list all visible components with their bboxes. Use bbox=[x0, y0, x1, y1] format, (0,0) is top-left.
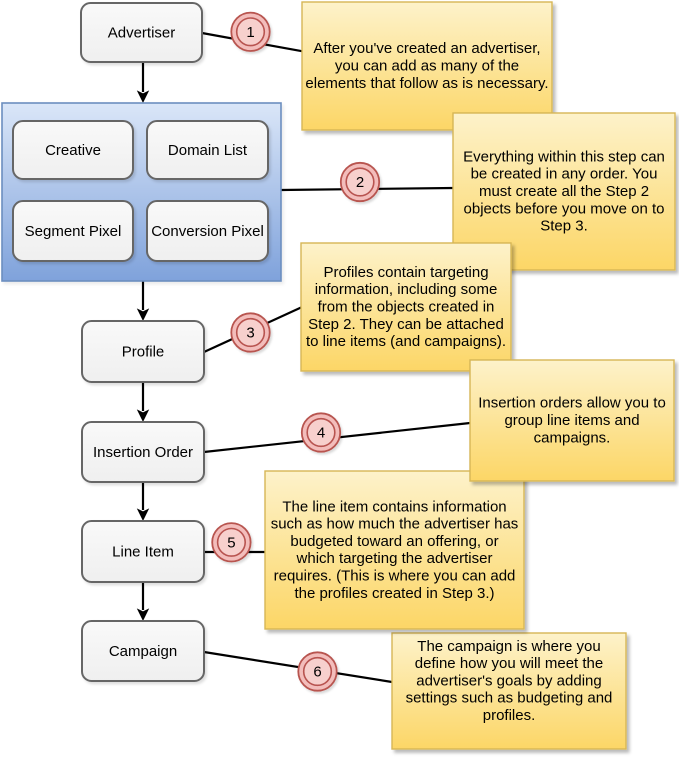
svg-text:to line items (and campaigns).: to line items (and campaigns). bbox=[306, 333, 506, 350]
svg-text:Segment Pixel: Segment Pixel bbox=[25, 223, 122, 240]
svg-text:6: 6 bbox=[313, 664, 321, 681]
svg-text:profiles.: profiles. bbox=[483, 707, 536, 724]
svg-text:Profiles contain targeting: Profiles contain targeting bbox=[323, 264, 488, 281]
svg-text:define how you will meet the: define how you will meet the bbox=[415, 655, 603, 672]
svg-text:1: 1 bbox=[246, 24, 254, 41]
svg-text:Insertion Order: Insertion Order bbox=[93, 444, 193, 461]
svg-text:from the objects created in: from the objects created in bbox=[318, 299, 495, 316]
svg-text:Creative: Creative bbox=[45, 142, 101, 159]
svg-text:Step 2. They can be attached: Step 2. They can be attached bbox=[308, 316, 504, 333]
svg-text:be created in any order. You: be created in any order. You bbox=[471, 166, 658, 183]
svg-text:advertiser's goals by adding: advertiser's goals by adding bbox=[416, 672, 601, 689]
svg-text:The campaign is where you: The campaign is where you bbox=[417, 638, 600, 655]
svg-text:Advertiser: Advertiser bbox=[108, 25, 176, 42]
svg-text:campaigns.: campaigns. bbox=[534, 429, 611, 446]
svg-text:Profile: Profile bbox=[122, 344, 165, 361]
svg-text:5: 5 bbox=[227, 534, 235, 551]
svg-text:you can add as many of the: you can add as many of the bbox=[335, 58, 519, 75]
svg-text:Line Item: Line Item bbox=[112, 544, 174, 561]
svg-text:Insertion orders allow you to: Insertion orders allow you to bbox=[478, 395, 666, 412]
svg-text:Everything within this step ca: Everything within this step can bbox=[463, 148, 665, 165]
svg-text:information, including some: information, including some bbox=[315, 281, 498, 298]
svg-text:Step 3.: Step 3. bbox=[540, 218, 588, 235]
svg-text:objects before you move on to: objects before you move on to bbox=[464, 200, 665, 217]
svg-text:Conversion Pixel: Conversion Pixel bbox=[151, 223, 264, 240]
svg-text:Domain List: Domain List bbox=[168, 142, 248, 159]
svg-text:the profiles created in Step 3: the profiles created in Step 3.) bbox=[294, 585, 494, 602]
svg-text:such as how much the advertise: such as how much the advertiser has bbox=[271, 516, 519, 533]
svg-text:requires. (This is where you c: requires. (This is where you can add bbox=[274, 568, 516, 585]
svg-text:group line items and: group line items and bbox=[504, 412, 639, 429]
svg-text:settings such as budgeting and: settings such as budgeting and bbox=[406, 690, 613, 707]
svg-text:must create all the Step 2: must create all the Step 2 bbox=[479, 183, 649, 200]
svg-text:2: 2 bbox=[356, 174, 364, 191]
svg-text:After you've created an advert: After you've created an advertiser, bbox=[313, 40, 540, 57]
svg-text:which targeting the advertiser: which targeting the advertiser bbox=[296, 550, 493, 567]
svg-text:budgeted toward an offering, o: budgeted toward an offering, or bbox=[290, 533, 498, 550]
svg-text:elements that follow as is nec: elements that follow as is necessary. bbox=[305, 75, 548, 92]
svg-text:4: 4 bbox=[317, 425, 325, 442]
svg-text:3: 3 bbox=[246, 325, 254, 342]
svg-text:Campaign: Campaign bbox=[109, 643, 177, 660]
svg-text:The line item contains informa: The line item contains information bbox=[282, 498, 506, 515]
